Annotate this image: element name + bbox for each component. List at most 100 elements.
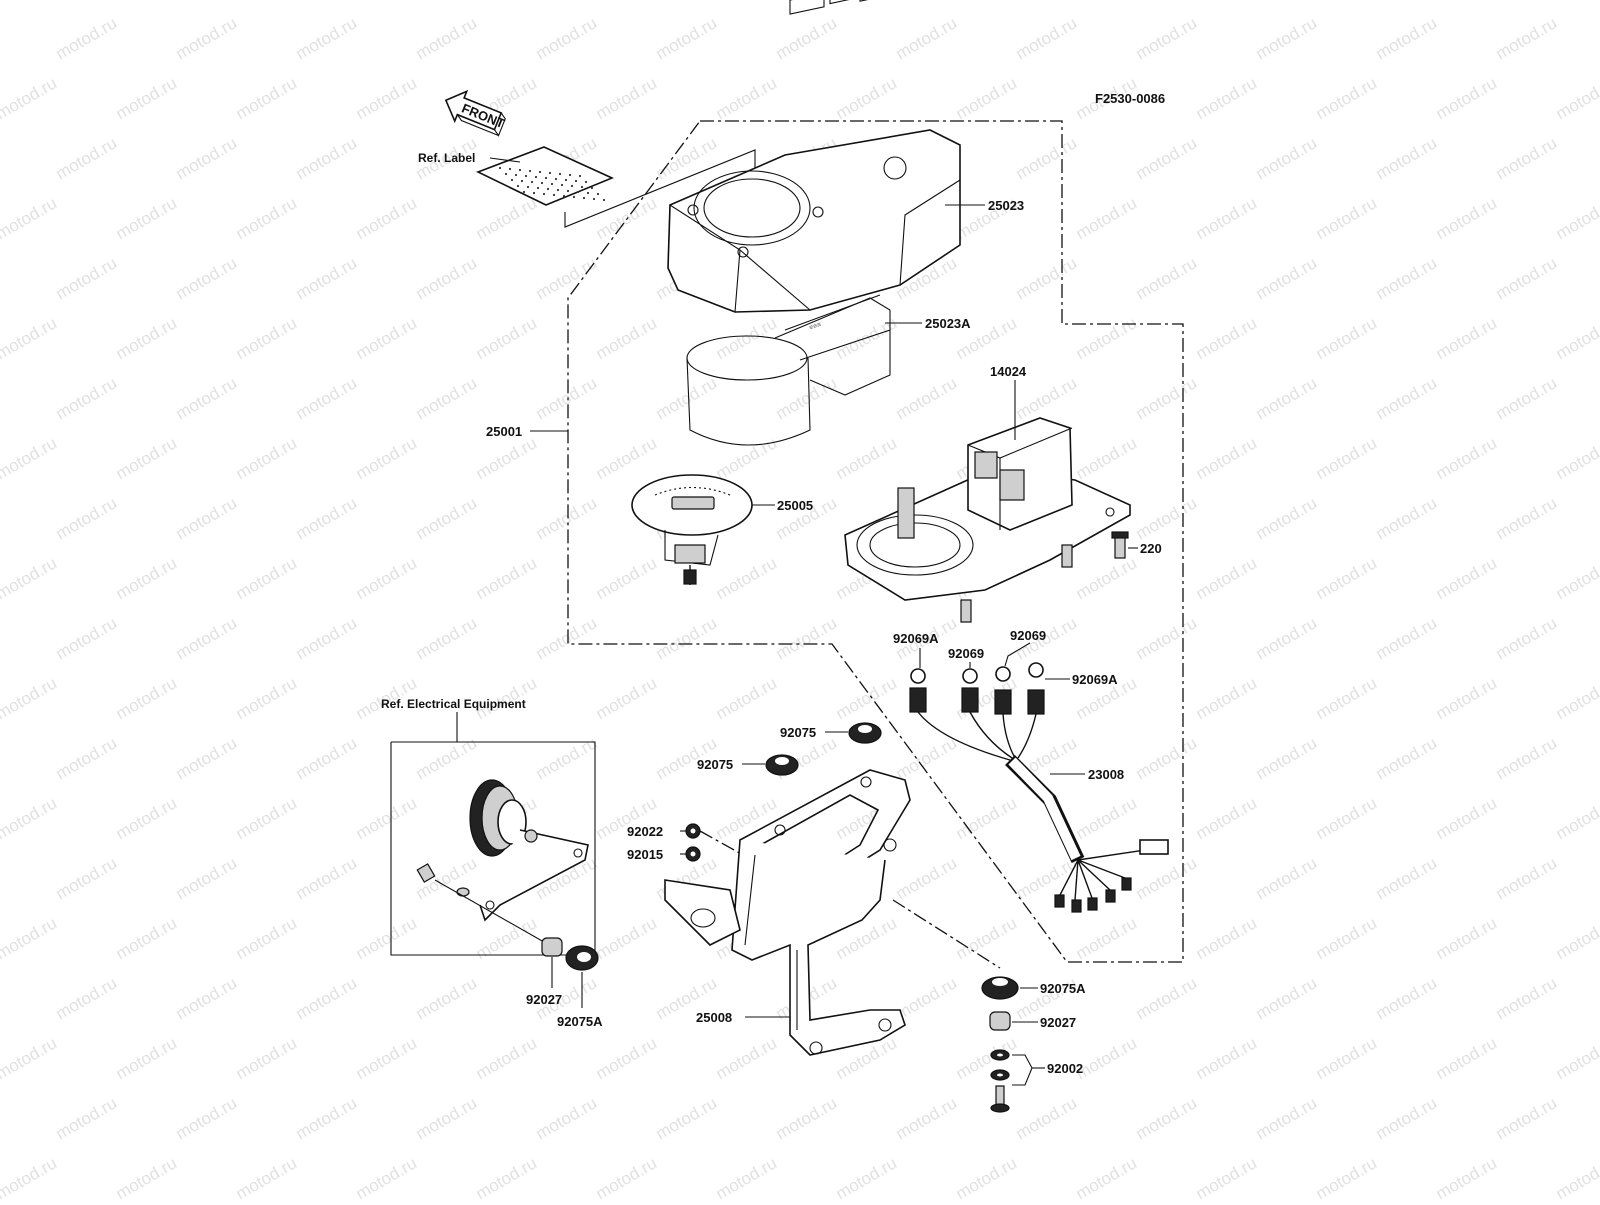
label-dot <box>561 184 563 186</box>
label-dot <box>533 192 535 194</box>
watermark-text: motod.ru <box>1493 13 1561 63</box>
watermark-text: motod.ru <box>713 553 781 603</box>
part-92027-left: 92027 <box>526 992 562 1007</box>
watermark-text: motod.ru <box>533 1093 601 1143</box>
watermark-text: motod.ru <box>1073 313 1141 363</box>
watermark-text: motod.ru <box>653 373 721 423</box>
watermark-text: motod.ru <box>1553 793 1600 843</box>
watermark-text: motod.ru <box>233 553 301 603</box>
watermark-text: motod.ru <box>53 253 121 303</box>
watermark-text: motod.ru <box>1253 133 1321 183</box>
label-dot <box>553 194 555 196</box>
watermark-text: motod.ru <box>173 493 241 543</box>
watermark-text: motod.ru <box>1373 373 1441 423</box>
label-dot <box>519 169 521 171</box>
watermark-text: motod.ru <box>173 13 241 63</box>
watermark-text: motod.ru <box>593 433 661 483</box>
watermark-text: motod.ru <box>593 0 661 3</box>
watermark-text: motod.ru <box>713 313 781 363</box>
watermark-text: motod.ru <box>293 853 361 903</box>
watermark-text: motod.ru <box>353 913 421 963</box>
watermark-text: motod.ru <box>953 1153 1021 1200</box>
label-dot <box>531 181 533 183</box>
ref-label-text: Ref. Label <box>418 151 475 165</box>
watermark-text: motod.ru <box>1133 733 1201 783</box>
watermark-text: motod.ru <box>1253 493 1321 543</box>
part-92002: 92002 <box>1047 1061 1083 1076</box>
figure-code: F2530-0086 <box>1095 91 1165 106</box>
part-92069A-right: 92069A <box>1072 672 1118 687</box>
part-92022: 92022 <box>627 824 663 839</box>
washer-92022 <box>686 824 700 838</box>
label-dot <box>563 195 565 197</box>
watermark-text: motod.ru <box>773 613 841 663</box>
label-dot <box>603 199 605 201</box>
watermark-text: motod.ru <box>233 73 301 123</box>
watermark-text: motod.ru <box>1133 133 1201 183</box>
watermark-text: motod.ru <box>1313 913 1381 963</box>
watermark-text: motod.ru <box>1313 673 1381 723</box>
watermark-text: motod.ru <box>953 913 1021 963</box>
watermark-text: motod.ru <box>1193 1033 1261 1083</box>
watermark-text: motod.ru <box>1373 1093 1441 1143</box>
watermark-text: motod.ru <box>1253 253 1321 303</box>
watermark-text: motod.ru <box>1253 13 1321 63</box>
part-92069-b: 92069 <box>1010 628 1046 643</box>
label-dot <box>509 168 511 170</box>
watermark-text: motod.ru <box>233 193 301 243</box>
watermark-text: motod.ru <box>1433 913 1501 963</box>
label-dot <box>597 193 599 195</box>
label-dot <box>527 186 529 188</box>
watermark-text: motod.ru <box>113 0 181 3</box>
label-dot <box>549 172 551 174</box>
watermark-text: motod.ru <box>113 673 181 723</box>
label-dot <box>535 176 537 178</box>
watermark-text: motod.ru <box>1013 13 1081 63</box>
nut-92015 <box>686 847 700 861</box>
label-dot <box>559 173 561 175</box>
watermark-text: motod.ru <box>413 733 481 783</box>
watermark-text: motod.ru <box>653 1093 721 1143</box>
watermark-text: motod.ru <box>833 1153 901 1200</box>
watermark-text: motod.ru <box>1493 733 1561 783</box>
watermark-text: motod.ru <box>1493 1093 1561 1143</box>
watermark-text: motod.ru <box>0 193 60 243</box>
watermark-text: motod.ru <box>1553 673 1600 723</box>
label-dot <box>515 174 517 176</box>
watermark-text: motod.ru <box>293 1093 361 1143</box>
watermark-text: motod.ru <box>1313 433 1381 483</box>
label-dot <box>575 180 577 182</box>
watermark-text: motod.ru <box>1133 853 1201 903</box>
watermark-text: motod.ru <box>473 1153 541 1200</box>
watermark-text: motod.ru <box>653 13 721 63</box>
watermark-text: motod.ru <box>1313 313 1381 363</box>
watermark-text: motod.ru <box>353 793 421 843</box>
part-92075A-left: 92075A <box>557 1014 603 1029</box>
watermark-text: motod.ru <box>233 1033 301 1083</box>
watermark-text: motod.ru <box>593 553 661 603</box>
watermark-text: motod.ru <box>53 373 121 423</box>
ref-electrical-text: Ref. Electrical Equipment <box>381 697 526 711</box>
watermark-text: motod.ru <box>173 1093 241 1143</box>
watermark-text: motod.ru <box>413 1093 481 1143</box>
watermark-text: motod.ru <box>113 913 181 963</box>
watermark-text: motod.ru <box>473 193 541 243</box>
watermark-text: motod.ru <box>533 373 601 423</box>
watermark-text: motod.ru <box>1493 613 1561 663</box>
label-dot <box>557 189 559 191</box>
watermark-text: motod.ru <box>413 493 481 543</box>
watermark-text: motod.ru <box>773 1093 841 1143</box>
watermark-text: motod.ru <box>1253 373 1321 423</box>
part-92069A-left: 92069A <box>893 631 939 646</box>
watermark-text: motod.ru <box>413 613 481 663</box>
watermark-text: motod.ru <box>53 973 121 1023</box>
watermark-text: motod.ru <box>0 553 60 603</box>
watermark-text: motod.ru <box>1373 853 1441 903</box>
watermark-text: motod.ru <box>233 793 301 843</box>
part-92015: 92015 <box>627 847 663 862</box>
watermark-text: motod.ru <box>1193 1153 1261 1200</box>
watermark-text: motod.ru <box>0 913 60 963</box>
screw-220 <box>1112 532 1128 558</box>
watermark-text: motod.ru <box>1133 13 1201 63</box>
